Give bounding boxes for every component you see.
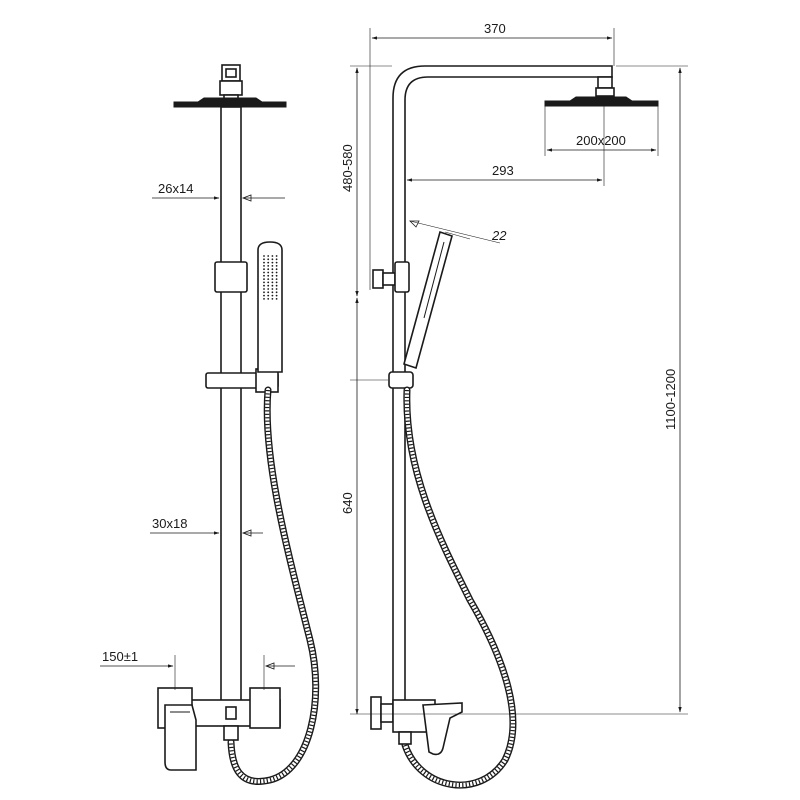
nozzle-dot bbox=[263, 261, 265, 264]
front-head-connector bbox=[219, 64, 243, 103]
nozzle-dot bbox=[267, 255, 270, 257]
side-dim-holder-height: 640 bbox=[340, 297, 388, 715]
nozzle-dot bbox=[275, 278, 278, 280]
nozzle-dot bbox=[267, 278, 270, 280]
label-arm-reach: 293 bbox=[492, 163, 514, 178]
front-shower-head bbox=[173, 97, 287, 108]
nozzle-dot bbox=[271, 265, 274, 267]
nozzle-dot bbox=[271, 261, 274, 264]
nozzle-dot bbox=[271, 271, 274, 274]
nozzle-dot bbox=[267, 258, 270, 261]
side-dim-arm-drop: 480-580 bbox=[340, 65, 392, 297]
side-wall-bracket bbox=[372, 261, 410, 293]
nozzle-dot bbox=[271, 278, 274, 280]
nozzle-dot bbox=[271, 291, 274, 294]
nozzle-dot bbox=[275, 268, 278, 271]
label-holder-height: 640 bbox=[340, 492, 355, 514]
nozzle-dot bbox=[263, 288, 265, 290]
nozzle-dot bbox=[267, 268, 270, 271]
nozzle-dot bbox=[275, 291, 278, 294]
label-head-size: 200x200 bbox=[576, 133, 626, 148]
nozzle-dot bbox=[263, 284, 265, 287]
front-dim-lower-section: 30x18 bbox=[150, 516, 263, 537]
label-arm-width: 370 bbox=[484, 21, 506, 36]
nozzle-dot bbox=[271, 281, 274, 284]
front-dim-upper-section: 26x14 bbox=[152, 181, 285, 202]
nozzle-dot bbox=[275, 284, 278, 287]
front-dim-mixer-spacing: 150±1 bbox=[100, 649, 295, 690]
nozzle-dot bbox=[271, 284, 274, 287]
nozzle-dot bbox=[267, 274, 270, 277]
nozzle-dot bbox=[267, 284, 270, 287]
nozzle-dot bbox=[263, 278, 265, 280]
nozzle-dot bbox=[263, 291, 265, 294]
nozzle-dot bbox=[267, 265, 270, 267]
side-handshower-holder bbox=[388, 371, 414, 389]
nozzle-dot bbox=[263, 274, 265, 277]
nozzle-dot bbox=[271, 298, 274, 300]
side-dim-handshower-angle: 22 bbox=[409, 220, 507, 244]
nozzle-dot bbox=[267, 271, 270, 274]
nozzle-dot bbox=[263, 268, 265, 271]
side-dim-total-height: 1100-1200 bbox=[350, 65, 688, 715]
nozzle-dot bbox=[267, 298, 270, 300]
nozzle-dot bbox=[275, 294, 278, 297]
front-rail bbox=[220, 106, 242, 703]
nozzle-dot bbox=[275, 274, 278, 277]
nozzle-dot bbox=[267, 261, 270, 264]
side-dim-arm-reach: 293 bbox=[406, 96, 605, 186]
nozzle-dot bbox=[275, 288, 278, 290]
nozzle-dot bbox=[267, 281, 270, 284]
side-mixer bbox=[370, 696, 463, 756]
side-head-connector bbox=[595, 76, 615, 97]
nozzle-dot bbox=[271, 288, 274, 290]
nozzle-dot bbox=[263, 298, 265, 300]
side-dim-arm-width: 370 bbox=[369, 21, 615, 290]
side-view bbox=[370, 65, 659, 789]
front-hand-shower bbox=[257, 241, 283, 373]
front-view bbox=[157, 64, 320, 785]
label-handshower-angle: 22 bbox=[491, 228, 507, 243]
nozzle-dot bbox=[263, 258, 265, 261]
label-total-height: 1100-1200 bbox=[663, 369, 678, 430]
side-hand-shower bbox=[403, 230, 453, 370]
nozzle-dot bbox=[263, 294, 265, 297]
nozzle-dot bbox=[275, 258, 278, 261]
label-rail-section-upper: 26x14 bbox=[158, 181, 193, 196]
nozzle-dot bbox=[275, 255, 278, 257]
nozzle-dot bbox=[267, 294, 270, 297]
nozzle-dot bbox=[275, 265, 278, 267]
nozzle-dot bbox=[263, 271, 265, 274]
side-shower-head bbox=[544, 96, 659, 107]
nozzle-dot bbox=[271, 268, 274, 271]
label-mixer-spacing: 150±1 bbox=[102, 649, 138, 664]
side-hose bbox=[401, 386, 517, 789]
label-arm-drop: 480-580 bbox=[340, 144, 355, 192]
nozzle-dot bbox=[267, 291, 270, 294]
nozzle-dot bbox=[271, 274, 274, 277]
nozzle-dot bbox=[271, 258, 274, 261]
nozzle-dot bbox=[275, 261, 278, 264]
front-handshower-holder bbox=[205, 368, 279, 393]
nozzle-dot bbox=[263, 281, 265, 284]
side-dim-head-size: 200x200 bbox=[544, 106, 659, 156]
label-rail-section-lower: 30x18 bbox=[152, 516, 187, 531]
nozzle-dot bbox=[275, 281, 278, 284]
nozzle-dot bbox=[275, 298, 278, 300]
nozzle-dot bbox=[271, 255, 274, 257]
front-mixer bbox=[157, 687, 281, 771]
nozzle-dot bbox=[275, 271, 278, 274]
front-hose bbox=[227, 386, 320, 785]
nozzle-dot bbox=[267, 288, 270, 290]
front-rail-clamp bbox=[214, 261, 248, 293]
nozzle-dot bbox=[271, 294, 274, 297]
nozzle-dot bbox=[263, 255, 265, 257]
nozzle-dot bbox=[263, 265, 265, 267]
